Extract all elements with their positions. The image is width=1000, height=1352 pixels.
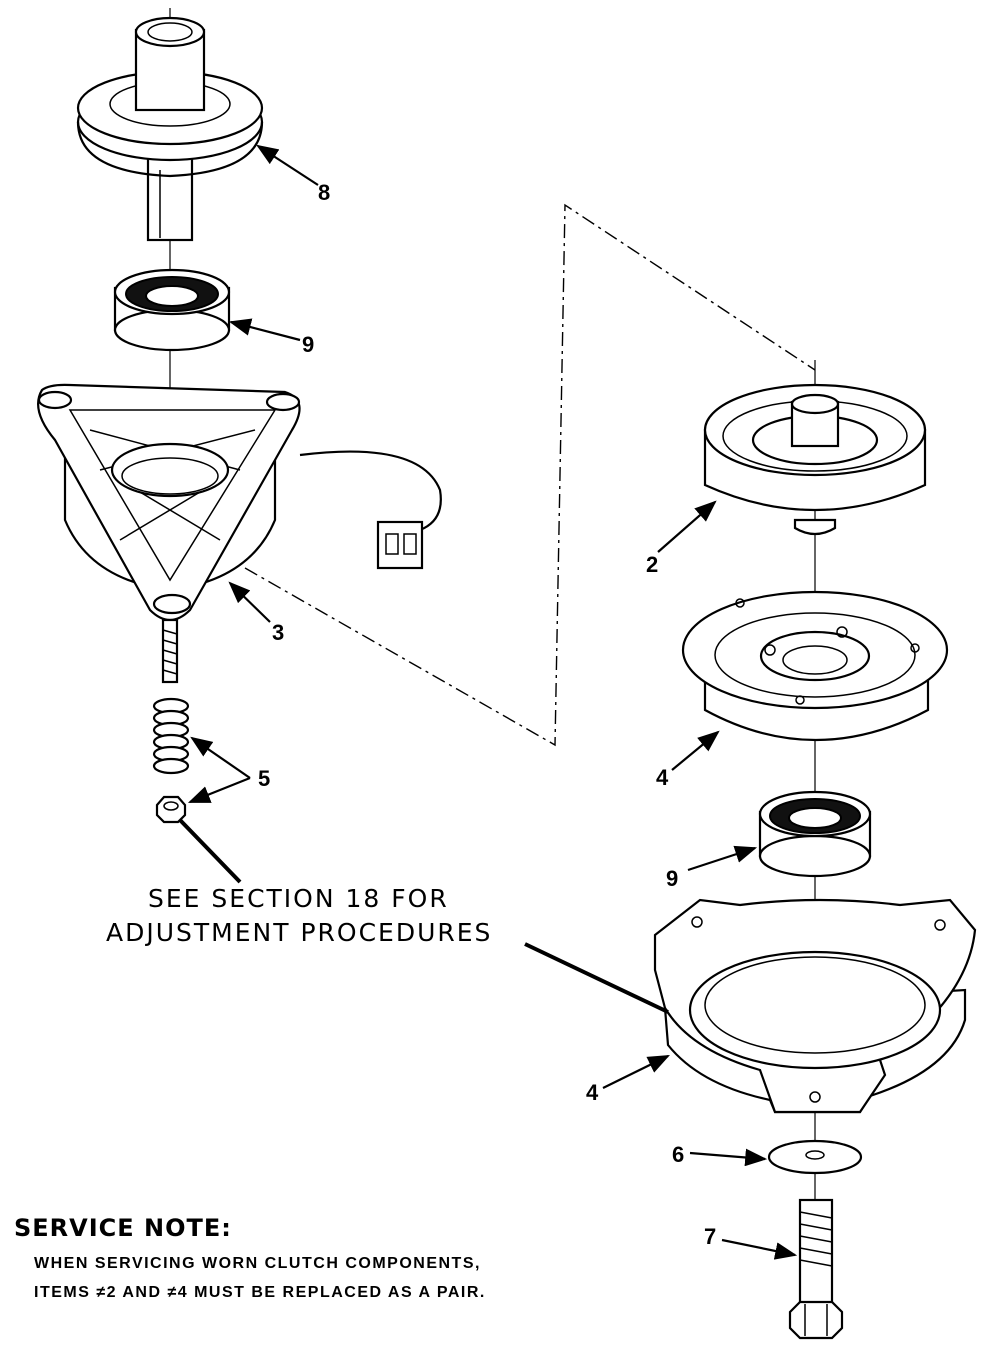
part-label-4-guard: 4	[586, 1080, 599, 1105]
part-label-8: 8	[318, 180, 330, 205]
bearing-9-top-drawing	[113, 268, 231, 352]
part-label-9-top: 9	[302, 332, 314, 357]
adjustment-note-line2: ADJUSTMENT PROCEDURES	[106, 918, 492, 947]
bearing-9-bottom-drawing	[758, 790, 872, 878]
part-label-5: 5	[258, 766, 270, 791]
part-label-4-armature: 4	[656, 765, 669, 790]
adjustment-leader-guard	[524, 942, 669, 1014]
leader-5a	[190, 736, 251, 779]
leader-6	[689, 1148, 768, 1167]
leader-3	[228, 581, 271, 623]
part-label-7: 7	[704, 1224, 716, 1249]
leader-8	[256, 144, 319, 186]
service-note-heading: SERVICE NOTE:	[14, 1214, 232, 1242]
leader-9-bottom	[687, 845, 758, 872]
service-note-line2: ITEMS ≠2 AND ≠4 MUST BE REPLACED AS A PA…	[34, 1284, 486, 1301]
spring-nut-5-drawing	[152, 618, 190, 824]
leader-9-top	[228, 318, 301, 342]
leader-2	[657, 500, 717, 553]
leader-4-guard	[602, 1055, 670, 1089]
pulley-guard-4-drawing	[653, 898, 977, 1114]
washer-6-drawing	[767, 1139, 863, 1175]
pulley-8-drawing	[76, 16, 264, 242]
adjustment-note-line1: SEE SECTION 18 FOR	[148, 884, 449, 913]
part-label-6: 6	[672, 1142, 684, 1167]
service-note-line1: WHEN SERVICING WORN CLUTCH COMPONENTS,	[34, 1255, 481, 1272]
leader-5b	[187, 776, 251, 804]
part-label-9-bottom: 9	[666, 866, 678, 891]
part-label-3: 3	[272, 620, 284, 645]
explode-path	[244, 203, 816, 747]
adjustment-leader-nut	[178, 818, 242, 884]
bolt-7-drawing	[788, 1198, 844, 1340]
clutch-rotor-2-drawing	[703, 383, 927, 536]
leader-7	[721, 1238, 798, 1260]
leader-4-armature	[671, 730, 720, 771]
part-label-2: 2	[646, 552, 658, 577]
bracket-3-drawing	[37, 383, 442, 622]
armature-4-drawing	[681, 590, 949, 742]
